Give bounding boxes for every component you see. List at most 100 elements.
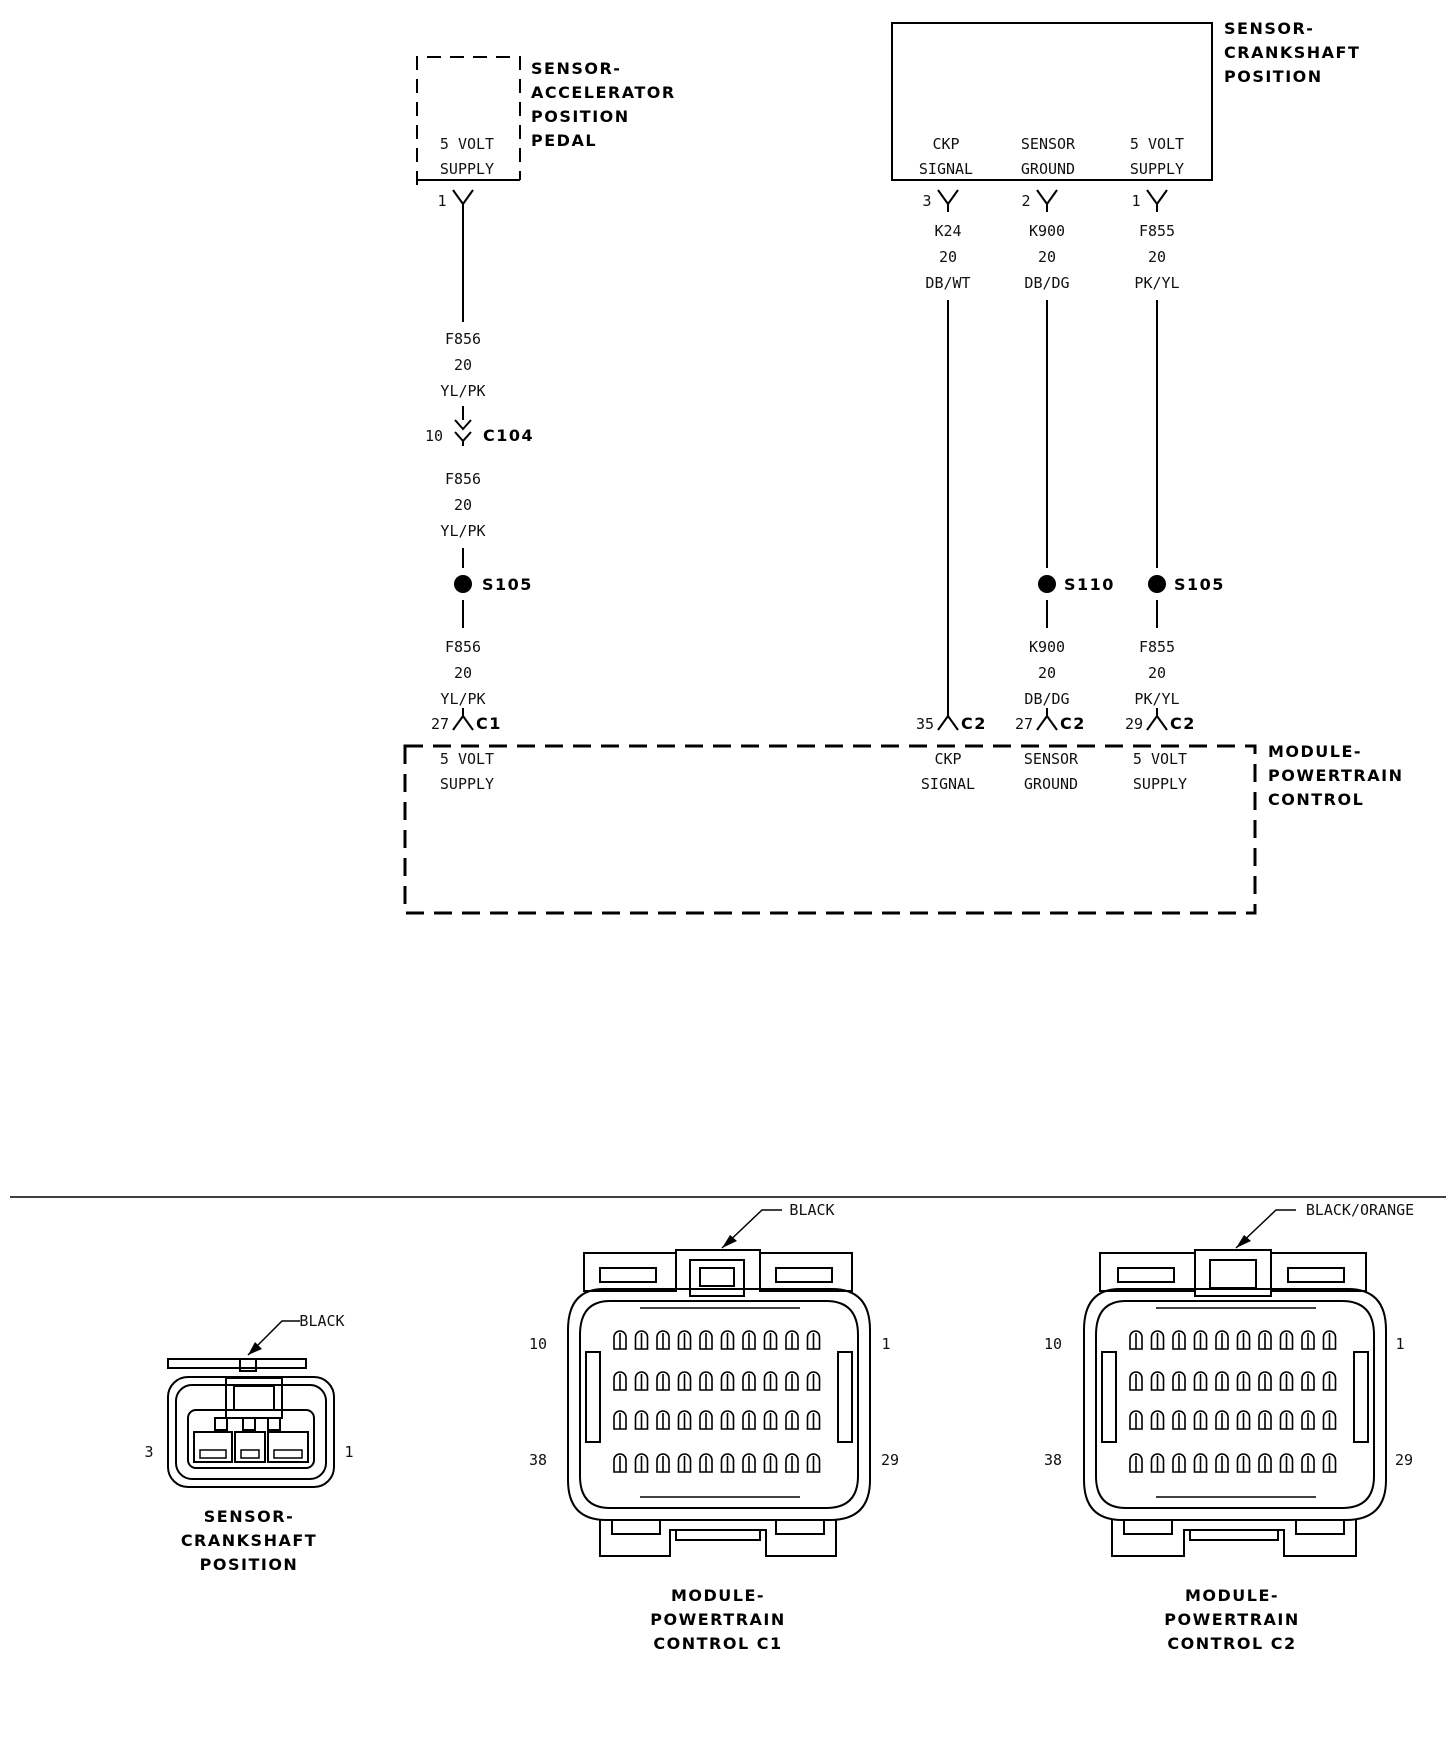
ckp-connector-color: BLACK: [299, 1312, 344, 1330]
c2b-label: C2: [1060, 714, 1086, 733]
pcm-c2-color: BLACK/ORANGE: [1306, 1201, 1414, 1219]
pcm-c2-35: 35: [916, 715, 934, 733]
ckp-sensor-title-1: SENSOR-: [1224, 19, 1314, 38]
ckp-pin-label-signal-2: SIGNAL: [919, 160, 973, 178]
c2-top-right-pin: 1: [1395, 1335, 1404, 1353]
k900-b-id: K900: [1029, 638, 1065, 656]
s105-right-label: S105: [1174, 575, 1225, 594]
ckp-view-title-1: SENSOR-: [204, 1507, 294, 1526]
pcm-c1-27: 27: [431, 715, 449, 733]
f855-a-color: PK/YL: [1134, 274, 1179, 292]
circuit-k900: K900 20 DB/DG S110 K900 20 DB/DG: [1024, 222, 1115, 708]
c1-view-title-1: MODULE-: [671, 1586, 765, 1605]
app-pin-label-1: 5 VOLT: [440, 135, 494, 153]
c2-bottom-left-pin: 38: [1044, 1451, 1062, 1469]
f856-a-id: F856: [445, 330, 481, 348]
ckp-view-title-3: POSITION: [200, 1555, 299, 1574]
ckp-right-pin: 1: [344, 1443, 353, 1461]
pcm-pin-ckp-1: CKP: [934, 750, 961, 768]
c2a-label: C2: [961, 714, 987, 733]
app-sensor-title-1: SENSOR-: [531, 59, 621, 78]
ckp-sensor-title-2: CRANKSHAFT: [1224, 43, 1360, 62]
s110-label: S110: [1064, 575, 1115, 594]
ckp-sensor-title-3: POSITION: [1224, 67, 1323, 86]
pcm-c1-pin-field: [613, 1330, 821, 1473]
c1-view-title-2: POWERTRAIN: [650, 1610, 785, 1629]
ckp-view-title-2: CRANKSHAFT: [181, 1531, 317, 1550]
pcm-pin-ground-1: SENSOR: [1024, 750, 1079, 768]
pcm-pin-ckp-2: SIGNAL: [921, 775, 975, 793]
ckp-sensor: CKP SIGNAL SENSOR GROUND 5 VOLT SUPPLY S…: [891, 19, 1360, 181]
f855-b-color: PK/YL: [1134, 690, 1179, 708]
ckp-pin3-number: 3: [922, 192, 931, 210]
f855-a-id: F855: [1139, 222, 1175, 240]
app-pin-number: 1: [437, 192, 446, 210]
app-sensor-title-2: ACCELERATOR: [531, 83, 676, 102]
f856-c-color: YL/PK: [440, 690, 485, 708]
c1-bottom-right-pin: 29: [881, 1451, 899, 1469]
c1-view-title-3: CONTROL C1: [653, 1634, 782, 1653]
pcm-c2-connector-view: BLACK/ORANGE 10 1 38 29 MODULE- POWERTRA…: [1044, 1201, 1414, 1653]
c1-top-left-pin: 10: [529, 1335, 547, 1353]
app-sensor: 5 VOLT SUPPLY SENSOR- ACCELERATOR POSITI…: [416, 56, 676, 185]
pcm-title-1: MODULE-: [1268, 742, 1362, 761]
ckp-pin-label-ground-2: GROUND: [1021, 160, 1075, 178]
c2-view-title-1: MODULE-: [1185, 1586, 1279, 1605]
ckp-pin-label-ground-1: SENSOR: [1021, 135, 1076, 153]
pcm-pin-5v-ckp-1: 5 VOLT: [1133, 750, 1187, 768]
f855-a-gauge: 20: [1148, 248, 1166, 266]
f856-a-color: YL/PK: [440, 382, 485, 400]
app-pin-label-2: SUPPLY: [440, 160, 494, 178]
app-sensor-title-4: PEDAL: [531, 131, 597, 150]
pcm-pin-5v-app-1: 5 VOLT: [440, 750, 494, 768]
c2c-label: C2: [1170, 714, 1196, 733]
f856-b-color: YL/PK: [440, 522, 485, 540]
circuit-k24: K24 20 DB/WT: [925, 222, 971, 716]
f855-b-gauge: 20: [1148, 664, 1166, 682]
f856-b-id: F856: [445, 470, 481, 488]
k24-id: K24: [934, 222, 961, 240]
ckp-pin-label-signal-1: CKP: [932, 135, 959, 153]
splice-s105-right: [1148, 575, 1166, 593]
pcm-pin-ground-2: GROUND: [1024, 775, 1078, 793]
f856-b-gauge: 20: [454, 496, 472, 514]
c1-bottom-left-pin: 38: [529, 1451, 547, 1469]
ckp-left-pin: 3: [144, 1443, 153, 1461]
pcm-pin-5v-app-2: SUPPLY: [440, 775, 494, 793]
ckp-pin2-number: 2: [1021, 192, 1030, 210]
k900-a-id: K900: [1029, 222, 1065, 240]
c1-top-right-pin: 1: [881, 1335, 890, 1353]
splice-s110: [1038, 575, 1056, 593]
c2-view-title-3: CONTROL C2: [1167, 1634, 1296, 1653]
pcm-pin-5v-ckp-2: SUPPLY: [1133, 775, 1187, 793]
c104-label: C104: [483, 426, 534, 445]
terminal-symbols: 1 3 2 1: [437, 189, 1168, 212]
c2-bottom-right-pin: 29: [1395, 1451, 1413, 1469]
c2-view-title-2: POWERTRAIN: [1164, 1610, 1299, 1629]
pcm-title-3: CONTROL: [1268, 790, 1364, 809]
ckp-pin-label-5v-1: 5 VOLT: [1130, 135, 1184, 153]
f856-c-gauge: 20: [454, 664, 472, 682]
k900-b-color: DB/DG: [1024, 690, 1069, 708]
f856-a-gauge: 20: [454, 356, 472, 374]
pcm-c2-27: 27: [1015, 715, 1033, 733]
f855-b-id: F855: [1139, 638, 1175, 656]
ckp-connector-view: BLACK 3 1 SENSOR- CRANKSHAFT POSITION: [144, 1312, 353, 1574]
pcm-module: 5 VOLT SUPPLY CKP SIGNAL SENSOR GROUND 5…: [403, 742, 1403, 915]
pcm-c2-pin-field: [1129, 1330, 1337, 1473]
ckp-pin1-number: 1: [1131, 192, 1140, 210]
s105-left-label: S105: [482, 575, 533, 594]
k900-a-color: DB/DG: [1024, 274, 1069, 292]
k900-a-gauge: 20: [1038, 248, 1056, 266]
c1-label: C1: [476, 714, 502, 733]
k900-b-gauge: 20: [1038, 664, 1056, 682]
pcm-title-2: POWERTRAIN: [1268, 766, 1403, 785]
k24-gauge: 20: [939, 248, 957, 266]
f856-c-id: F856: [445, 638, 481, 656]
splice-s105-left: [454, 575, 472, 593]
circuit-f855: F855 20 PK/YL S105 F855 20 PK/YL: [1134, 222, 1225, 708]
pcm-terminals: 27 C1 35 C2 27 C2 29 C2: [431, 708, 1196, 733]
c104-pin-number: 10: [425, 427, 443, 445]
circuit-f856: F856 20 YL/PK 10 C104 F856 20 YL/PK S105…: [425, 212, 534, 708]
